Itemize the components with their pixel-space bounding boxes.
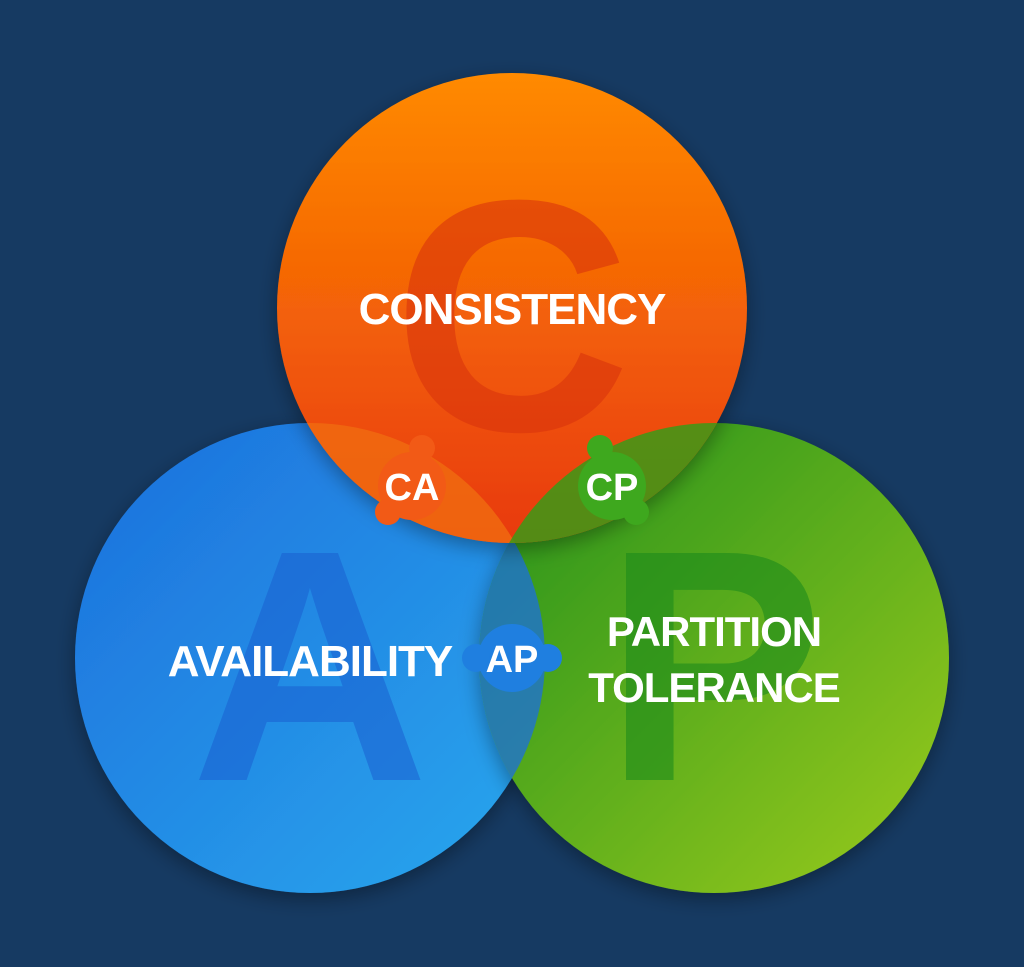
partition-big-letter: P	[604, 481, 824, 850]
cp-label: CP	[586, 467, 639, 509]
partition-label-line2: TOLERANCE	[588, 664, 840, 711]
ca-label: CA	[385, 467, 440, 509]
cp-badge: CP	[578, 435, 649, 525]
availability-circle: A	[75, 423, 545, 893]
consistency-label: CONSISTENCY	[359, 285, 666, 334]
partition-tolerance-circle: P	[479, 423, 949, 893]
ca-badge: CA	[375, 435, 446, 525]
ap-label: AP	[486, 639, 539, 681]
partition-label-line1: PARTITION	[607, 608, 821, 655]
availability-big-letter: A	[191, 481, 429, 850]
availability-label: AVAILABILITY	[168, 637, 453, 686]
ap-badge: AP	[462, 624, 562, 692]
